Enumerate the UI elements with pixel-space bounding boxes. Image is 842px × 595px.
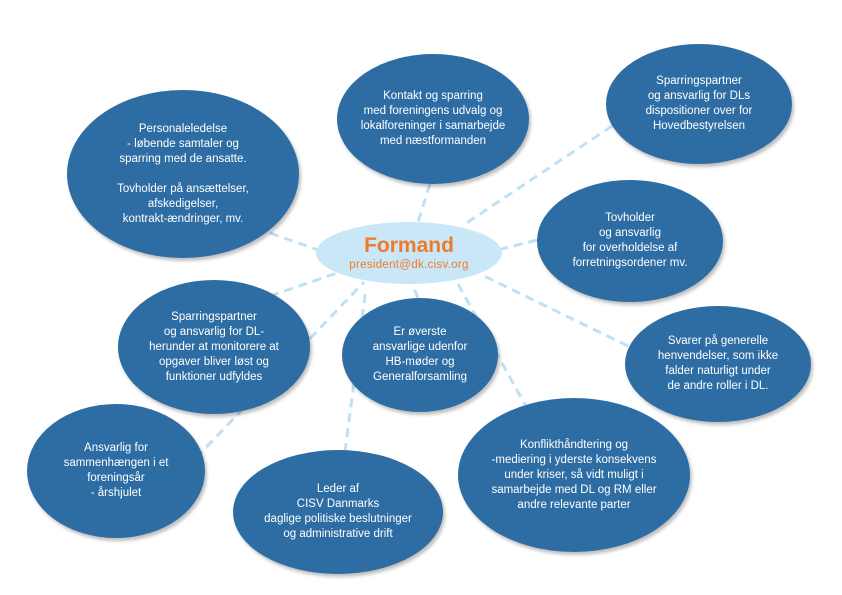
node-label: Kontakt og sparring med foreningens udva… (360, 90, 506, 147)
connector-overste-ansvarlige (410, 283, 420, 299)
node-konflikthaandtering: Konflikthåndtering og -mediering i yders… (458, 398, 690, 552)
node-personaleledelse: Personaleledelse - løbende samtaler og s… (67, 90, 299, 258)
node-sparringspartner-dl: Sparringspartner og ansvarlig for DL- he… (118, 280, 310, 414)
node-generelle-henvendelser: Svarer på generelle henvendelser, som ik… (625, 306, 811, 422)
node-label: Er øverste ansvarlige udenfor HB-møder o… (372, 326, 468, 383)
connector-personaleledelse (269, 231, 319, 252)
node-label: Leder af CISV Danmarks daglige politiske… (264, 483, 412, 540)
connector-sparringspartner-dl (269, 270, 341, 298)
connector-tovholder (497, 238, 538, 252)
connector-generelle-henvendelser (483, 274, 629, 348)
node-kontakt-sparring: Kontakt og sparring med foreningens udva… (337, 54, 529, 184)
node-overste-ansvarlige: Er øverste ansvarlige udenfor HB-møder o… (342, 298, 498, 412)
center-node-formand: Formand president@dk.cisv.org (316, 222, 502, 284)
node-label: Svarer på generelle henvendelser, som ik… (657, 335, 779, 392)
node-label: Sparringspartner og ansvarlig for DL- he… (149, 310, 279, 383)
node-label: Personaleledelse - løbende samtaler og s… (117, 122, 249, 225)
node-aarshjulet: Ansvarlig for sammenhængen i et forening… (27, 404, 205, 538)
node-sparringspartner-hb: Sparringspartner og ansvarlig for DLs di… (606, 44, 792, 164)
node-label: Tovholder og ansvarlig for overholdelse … (572, 212, 688, 269)
center-email: president@dk.cisv.org (349, 258, 469, 271)
node-label: Konflikthåndtering og -mediering i yders… (491, 438, 657, 511)
connector-kontakt-sparring (416, 183, 432, 223)
node-label: Ansvarlig for sammenhængen i et forening… (63, 442, 169, 499)
center-title: Formand (364, 233, 454, 257)
node-label: Sparringspartner og ansvarlig for DLs di… (645, 75, 753, 132)
connector-konflikthaandtering (456, 283, 530, 411)
node-tovholder-forretningsorden: Tovholder og ansvarlig for overholdelse … (537, 180, 723, 302)
connector-sparringspartner-hb (461, 124, 613, 228)
node-leder-cisv: Leder af CISV Danmarks daglige politiske… (233, 450, 443, 574)
